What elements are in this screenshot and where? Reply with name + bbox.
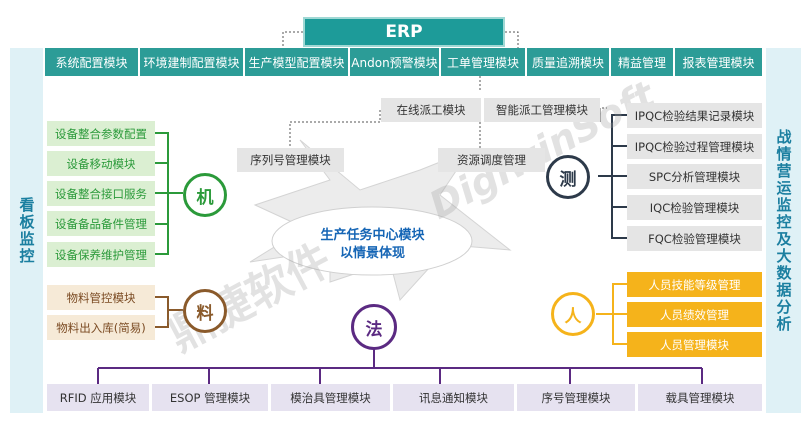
center-title: 生产任务中心模块	[320, 228, 425, 243]
bottom-module-rfid[interactable]: RFID 应用模块	[47, 384, 149, 411]
bottom-module-notification[interactable]: 讯息通知模块	[393, 384, 514, 411]
person-item-skill-level[interactable]: 人员技能等级管理	[627, 272, 762, 297]
left-panel-kanban: 看板监控	[10, 48, 43, 413]
dispatch-smart[interactable]: 智能派工管理模块	[484, 98, 600, 122]
top-module-report[interactable]: 报表管理模块	[675, 48, 762, 76]
top-module-production-model[interactable]: 生产模型配置模块	[245, 48, 348, 76]
bottom-module-jig[interactable]: 模治具管理模块	[271, 384, 390, 411]
measure-item-ipqc-result[interactable]: IPQC检验结果记录模块	[627, 103, 762, 128]
person-item-management[interactable]: 人员管理模块	[627, 332, 762, 357]
erp-header: ERP	[303, 17, 505, 47]
material-circle: 料	[183, 289, 227, 333]
measure-item-ipqc-process[interactable]: IPQC检验过程管理模块	[627, 134, 762, 159]
top-module-env-config[interactable]: 环境建制配置模块	[140, 48, 243, 76]
bottom-module-carrier[interactable]: 载具管理模块	[638, 384, 762, 411]
person-item-performance[interactable]: 人员绩效管理	[627, 302, 762, 327]
center-subtitle: 以情景体现	[339, 246, 405, 261]
machine-item-param-config[interactable]: 设备整合参数配置	[47, 121, 155, 146]
dispatch-online[interactable]: 在线派工模块	[381, 98, 481, 122]
machine-item-move[interactable]: 设备移动模块	[47, 151, 155, 176]
material-item-in-out[interactable]: 物料出入库(简易)	[47, 315, 155, 340]
measure-circle: 测	[546, 155, 590, 199]
bottom-module-esop[interactable]: ESOP 管理模块	[152, 384, 268, 411]
top-module-system-config[interactable]: 系统配置模块	[45, 48, 138, 76]
machine-circle: 机	[183, 173, 227, 217]
machine-item-maintenance[interactable]: 设备保养维护管理	[47, 242, 155, 267]
top-module-andon[interactable]: Andon预警模块	[350, 48, 439, 76]
machine-item-spare-parts[interactable]: 设备备品备件管理	[47, 211, 155, 236]
measure-item-fqc[interactable]: FQC检验管理模块	[627, 226, 762, 251]
measure-item-spc[interactable]: SPC分析管理模块	[627, 164, 762, 189]
measure-item-iqc[interactable]: IQC检验管理模块	[627, 195, 762, 220]
serial-module[interactable]: 序列号管理模块	[237, 148, 344, 172]
top-module-quality-trace[interactable]: 质量追溯模块	[527, 48, 609, 76]
right-panel-analytics: 战情营运监控及大数据分析	[766, 48, 801, 413]
material-item-control[interactable]: 物料管控模块	[47, 285, 155, 310]
method-circle: 法	[351, 304, 397, 350]
top-module-work-order[interactable]: 工单管理模块	[441, 48, 525, 76]
resource-scheduling[interactable]: 资源调度管理	[438, 148, 545, 172]
bottom-module-serial[interactable]: 序号管理模块	[517, 384, 635, 411]
machine-item-interface[interactable]: 设备整合接口服务	[47, 181, 155, 206]
person-circle: 人	[551, 292, 595, 336]
top-module-lean[interactable]: 精益管理	[611, 48, 673, 76]
